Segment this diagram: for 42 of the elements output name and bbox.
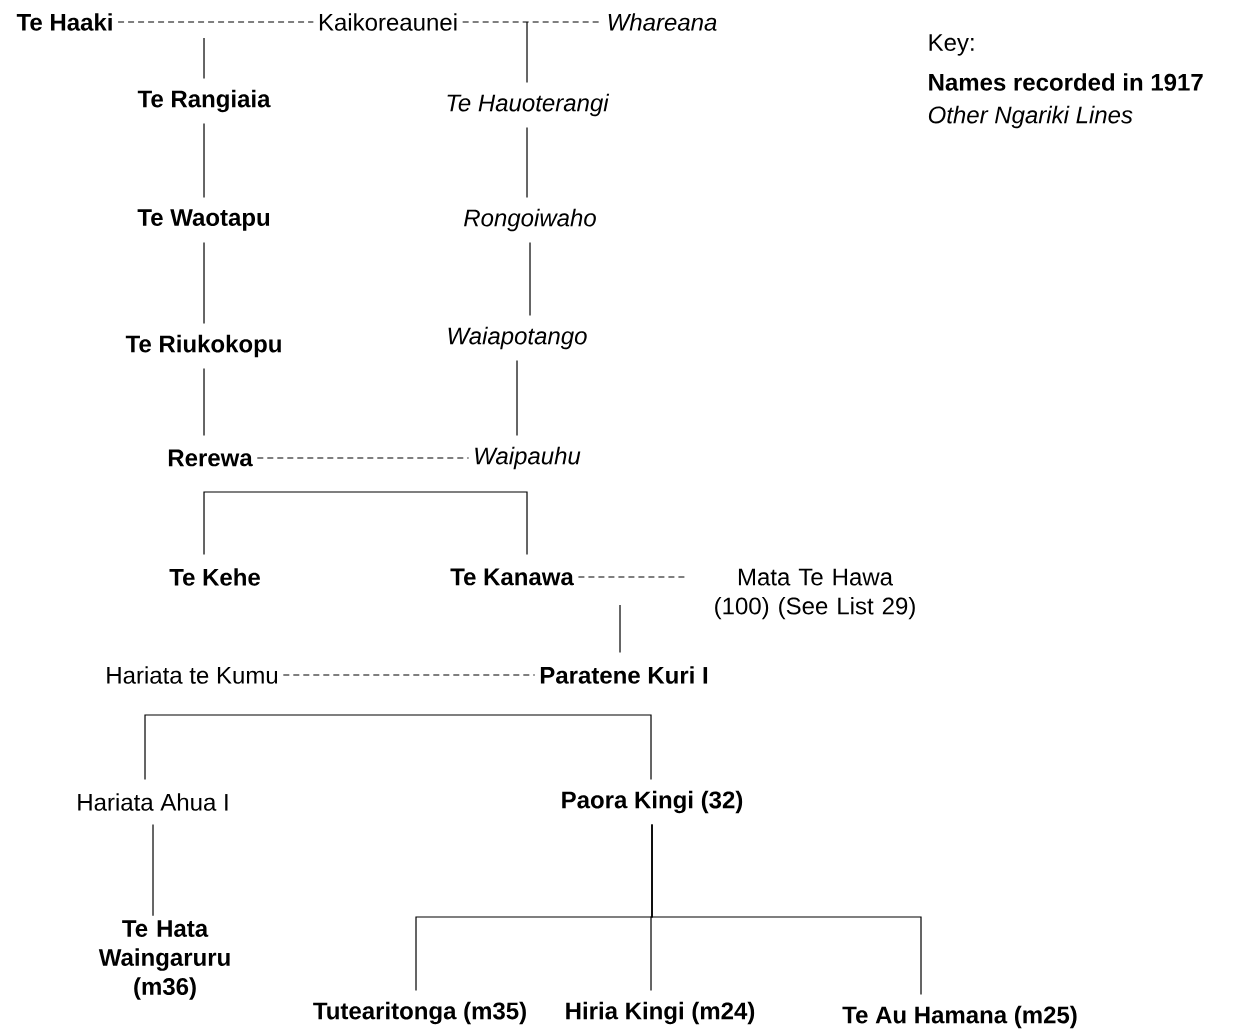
person-name: Whareana: [608, 13, 717, 31]
person-name: Hiria Kingi (m24): [566, 1001, 755, 1025]
person-name: Rerewa: [168, 449, 253, 467]
person-name: Te Riukokopu: [125, 334, 281, 358]
person-name: Te Waotapu: [137, 209, 270, 231]
descent-line: [203, 37, 205, 79]
descent-line: [619, 604, 621, 653]
person-name: Waiapotango: [448, 326, 587, 350]
descent-line: [516, 360, 518, 436]
person-name: Hariata Ahua I: [78, 793, 228, 811]
key-heading: Key:: [929, 34, 974, 56]
person-name: Te Rangiaia: [137, 89, 271, 113]
descent-line: [203, 242, 205, 324]
person-name: Mata Te Hawa (100) (See List 29): [715, 568, 915, 620]
person-name: Te Au Hamana (m25): [842, 1005, 1077, 1029]
marriage-line: [577, 576, 686, 578]
marriage-line: [282, 674, 536, 676]
descent-line: [203, 368, 205, 436]
marriage-line: [117, 21, 314, 23]
sibling-bracket: [203, 491, 528, 555]
descent-line: [526, 127, 528, 198]
person-name: Paratene Kuri I: [540, 666, 708, 684]
descent-line: [152, 824, 154, 917]
key-entry: Names recorded in 1917: [929, 73, 1203, 91]
person-name: Kaikoreaunei: [319, 13, 457, 31]
person-name: Te Hauoterangi: [447, 93, 610, 117]
descent-line: [526, 21, 528, 83]
marriage-line: [256, 457, 470, 459]
person-name: Tutearitonga (m35): [313, 1001, 526, 1025]
descent-line: [529, 242, 531, 316]
person-name: Hariata te Kumu: [107, 666, 278, 684]
person-name: Te Hata Waingaruru (m36): [98, 920, 230, 1000]
person-name: Te Kehe: [169, 568, 260, 586]
descent-line: [203, 123, 205, 198]
person-name: Rongoiwaho: [464, 208, 596, 232]
sibling-bracket: [144, 714, 652, 780]
person-name: Paora Kingi (32): [562, 790, 743, 814]
person-name: Waipauhu: [475, 446, 581, 470]
descent-line: [651, 824, 922, 995]
key-entry: Other Ngariki Lines: [928, 105, 1133, 129]
person-name: Te Kanawa: [450, 568, 574, 586]
person-name: Te Haaki: [16, 13, 112, 31]
